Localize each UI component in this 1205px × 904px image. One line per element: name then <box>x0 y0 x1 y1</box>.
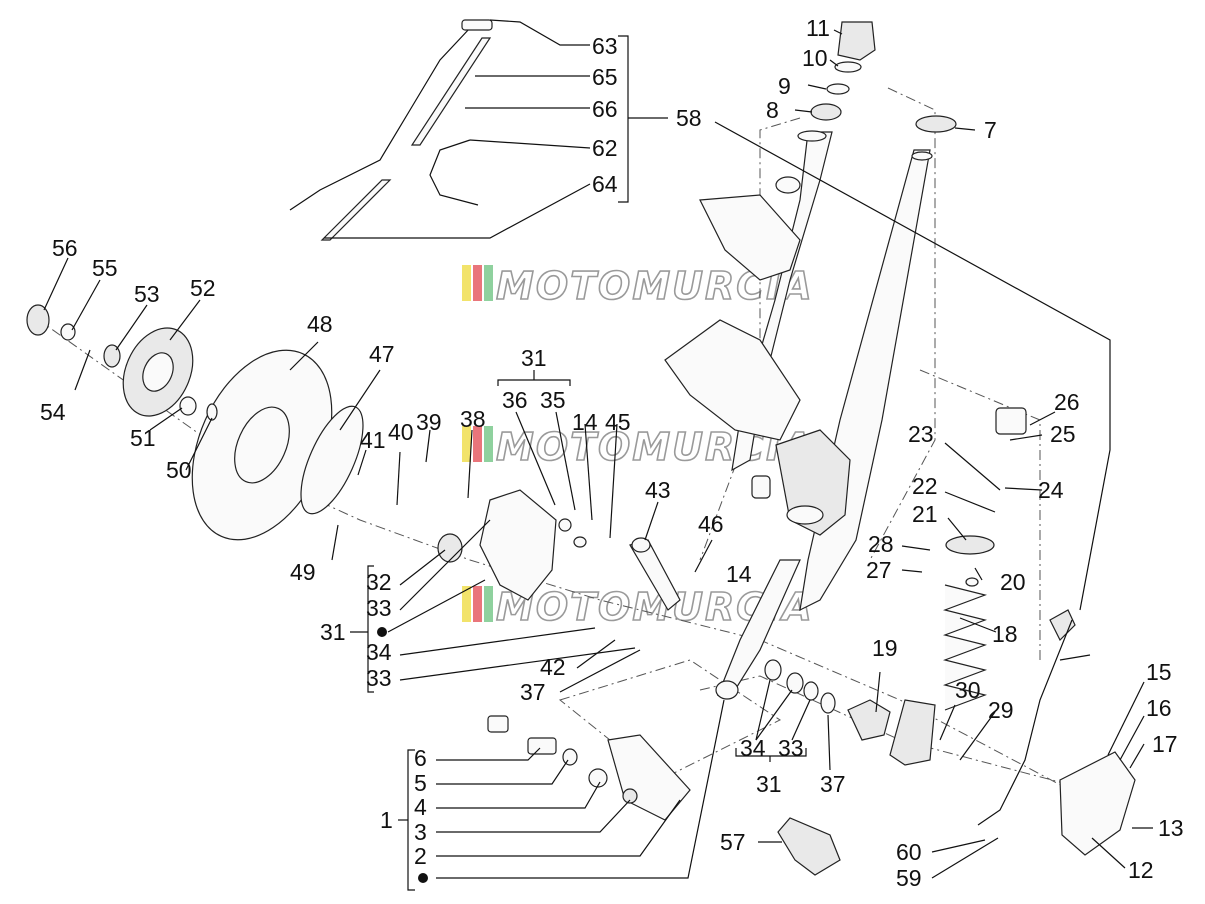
fork-tube <box>715 149 933 700</box>
callout-47: 47 <box>369 341 395 367</box>
mudguard-bracket <box>1049 609 1136 856</box>
callout-1: 1 <box>380 807 393 833</box>
callout-56: 56 <box>52 235 78 261</box>
callout-21: 21 <box>912 501 938 527</box>
callout-50: 50 <box>166 457 192 483</box>
callout-16: 16 <box>1146 695 1172 721</box>
callout-39: 39 <box>416 409 442 435</box>
callout-13: 13 <box>1158 815 1184 841</box>
sensor-cables <box>289 19 1091 826</box>
callout-30: 30 <box>955 677 981 703</box>
callout-31-top: 31 <box>521 345 547 371</box>
callout-15: 15 <box>1146 659 1172 685</box>
callout-28: 28 <box>868 531 894 557</box>
callout-31-left: 31 <box>320 619 346 645</box>
callout-22: 22 <box>912 473 938 499</box>
callout-20: 20 <box>1000 569 1026 595</box>
callout-59: 59 <box>896 865 922 891</box>
callout-41: 41 <box>360 427 386 453</box>
callout-45: 45 <box>605 409 631 435</box>
callout-33-left-a: 33 <box>366 595 392 621</box>
callout-7: 7 <box>984 117 997 143</box>
callout-55: 55 <box>92 255 118 281</box>
callout-58: 58 <box>676 105 702 131</box>
callout-49: 49 <box>290 559 316 585</box>
callout-33-bottom: 33 <box>778 735 804 761</box>
callout-11: 11 <box>806 15 830 41</box>
leader-lines <box>43 19 1153 891</box>
callout-52: 52 <box>190 275 216 301</box>
callout-43: 43 <box>645 477 671 503</box>
callout-labels: 63 65 66 62 64 58 11 10 9 8 7 56 55 53 5… <box>40 15 1184 891</box>
callout-8: 8 <box>766 97 779 123</box>
brake-disc <box>191 349 364 541</box>
callout-34-left: 34 <box>366 639 392 665</box>
callout-37-bottom: 37 <box>820 771 846 797</box>
callout-53: 53 <box>134 281 160 307</box>
callout-66: 66 <box>592 96 618 122</box>
callout-33-left-b: 33 <box>366 665 392 691</box>
bullet-dot <box>418 873 428 883</box>
bullet-dot <box>377 627 387 637</box>
callout-23: 23 <box>908 421 934 447</box>
link-arm-43 <box>629 537 681 611</box>
callout-5: 5 <box>414 770 427 796</box>
callout-65: 65 <box>592 64 618 90</box>
callout-35: 35 <box>540 387 566 413</box>
callout-38: 38 <box>460 406 486 432</box>
callout-37-left: 37 <box>520 679 546 705</box>
callout-27: 27 <box>866 557 892 583</box>
callout-57: 57 <box>720 829 746 855</box>
callout-14-mid: 14 <box>726 561 752 587</box>
swing-arm-2 <box>487 715 691 821</box>
brake-caliper-bracket <box>437 489 587 601</box>
callout-29: 29 <box>988 697 1014 723</box>
callout-10: 10 <box>802 45 828 71</box>
shock-absorber <box>889 407 1027 766</box>
callout-9: 9 <box>778 73 791 99</box>
callout-42: 42 <box>540 654 566 680</box>
callout-34-bottom: 34 <box>740 735 766 761</box>
callout-36: 36 <box>502 387 528 413</box>
callout-63: 63 <box>592 33 618 59</box>
callout-3: 3 <box>414 819 427 845</box>
callout-25: 25 <box>1050 421 1076 447</box>
callout-19: 19 <box>872 635 898 661</box>
callout-62: 62 <box>592 135 618 161</box>
grip-57 <box>777 817 841 876</box>
callout-40: 40 <box>388 419 414 445</box>
callout-31-bottom: 31 <box>756 771 782 797</box>
bearing-cluster-34-33 <box>764 659 891 741</box>
callout-32: 32 <box>366 569 392 595</box>
callout-64: 64 <box>592 171 618 197</box>
callout-4: 4 <box>414 794 427 820</box>
callout-2: 2 <box>414 843 427 869</box>
wheel-hub <box>26 304 218 421</box>
steering-column-group <box>664 130 833 472</box>
callout-60: 60 <box>896 839 922 865</box>
callout-18: 18 <box>992 621 1018 647</box>
callout-26: 26 <box>1054 389 1080 415</box>
callout-48: 48 <box>307 311 333 337</box>
callout-46: 46 <box>698 511 724 537</box>
callout-17: 17 <box>1152 731 1178 757</box>
callout-6: 6 <box>414 745 427 771</box>
callout-12: 12 <box>1128 857 1154 883</box>
callout-14-top: 14 <box>572 409 598 435</box>
callout-24: 24 <box>1038 477 1064 503</box>
steering-bearings <box>810 21 957 133</box>
callout-54: 54 <box>40 399 66 425</box>
callout-51: 51 <box>130 425 156 451</box>
